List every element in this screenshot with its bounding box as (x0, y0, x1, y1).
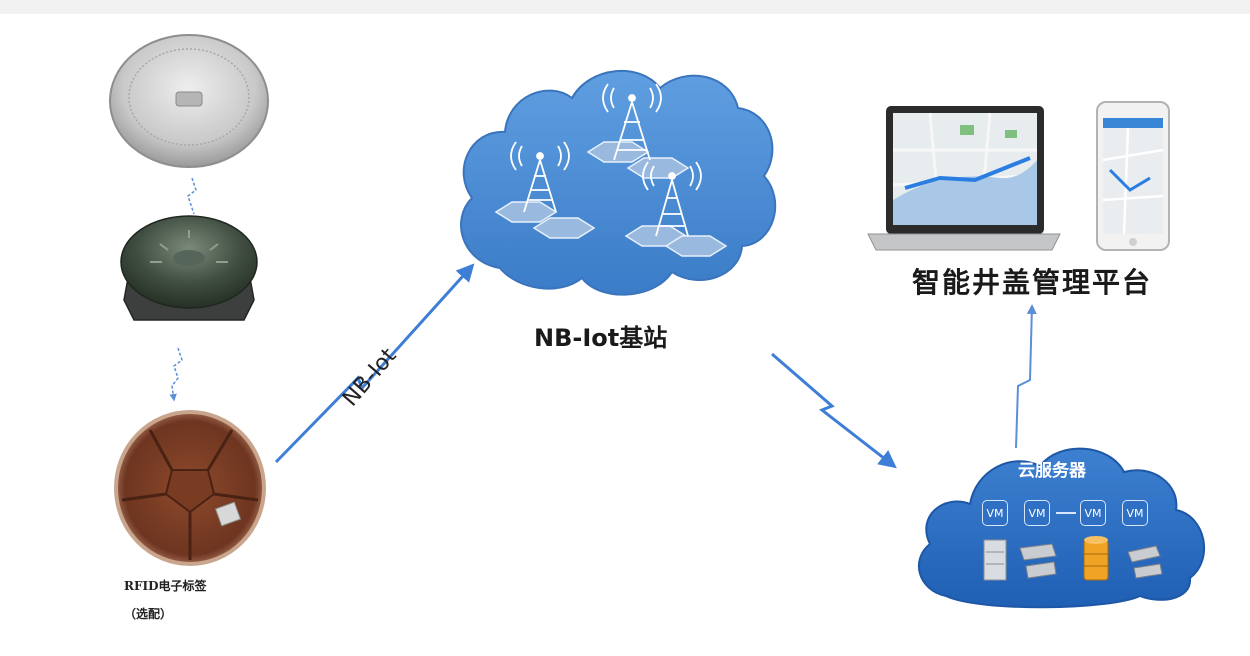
manhole-cover-icon (109, 34, 269, 168)
uplink-arrow (771, 352, 897, 469)
database-icon (1083, 536, 1163, 581)
cloud-server (917, 447, 1205, 609)
cell-tower-icon (642, 161, 702, 237)
vm-box: VM (982, 500, 1008, 526)
wireless-link-2 (169, 347, 183, 402)
wireless-link-1 (187, 177, 197, 215)
platform-arrow (1015, 304, 1037, 449)
phone-icon (1096, 101, 1170, 251)
vm-box: VM (1024, 500, 1050, 526)
rfid-label: RFID电子标签 (124, 579, 207, 593)
laptop-icon (867, 106, 1061, 251)
rfid-manhole-icon (114, 410, 266, 566)
top-band (0, 0, 1250, 14)
base-station-label: NB-Iot基站 (534, 324, 668, 352)
nb-iot-arrow (274, 263, 475, 464)
platform-label: 智能井盖管理平台 (912, 266, 1153, 299)
server-rack-icon (983, 539, 1057, 581)
cell-tower-icon (602, 83, 662, 161)
cloud-server-label: 云服务器 (1018, 461, 1086, 481)
sensor-device-icon (120, 215, 258, 321)
rfid-optional-label: （选配） (124, 607, 173, 621)
cell-tower-icon (510, 141, 570, 213)
base-station-cloud (460, 69, 777, 296)
vm-box: VM (1080, 500, 1106, 526)
vm-box: VM (1122, 500, 1148, 526)
